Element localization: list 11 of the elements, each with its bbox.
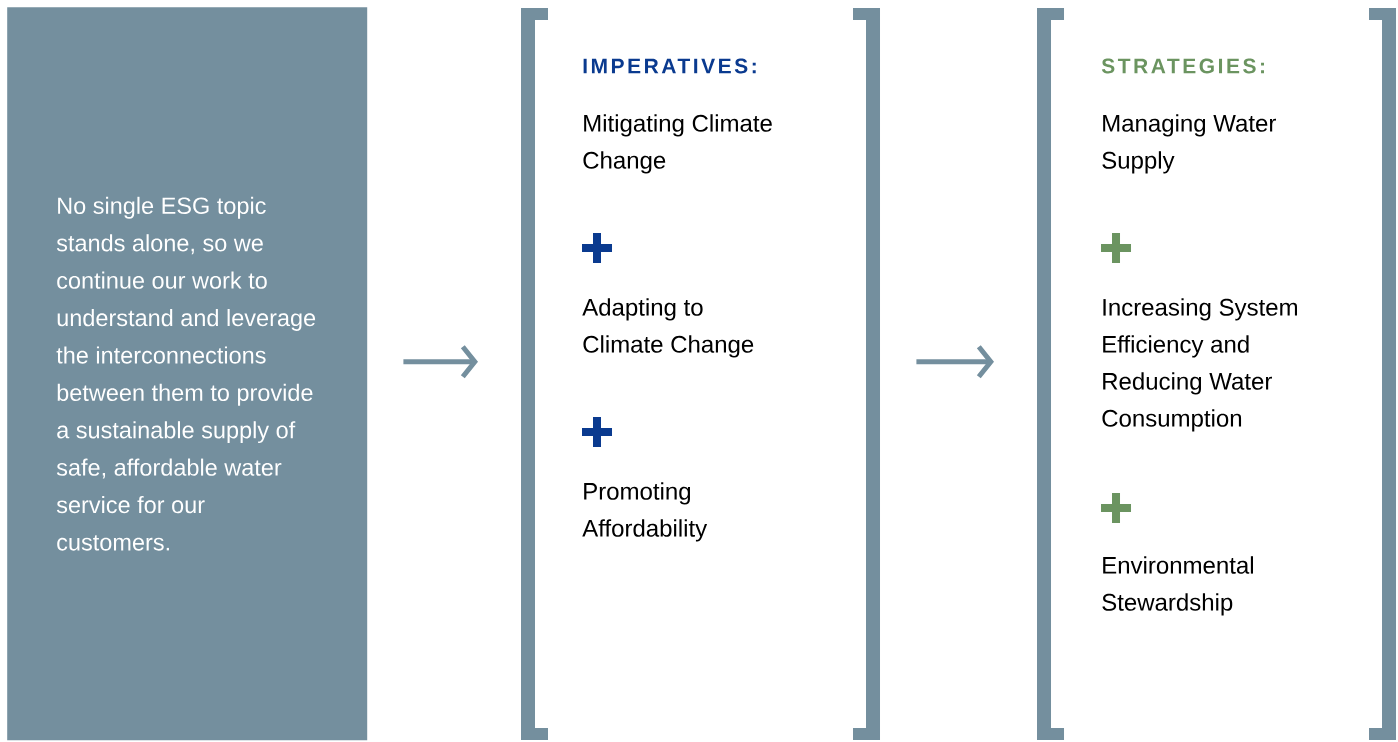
list-item: Mitigating Climate Change <box>583 114 772 174</box>
list-item: Managing Water Supply <box>1102 114 1276 174</box>
arrow <box>916 345 994 379</box>
list-item: Environmental Stewardship <box>1102 556 1253 616</box>
list-item: Increasing System Efficiency and Reducing Water Consumption <box>1102 298 1297 432</box>
list-item: Adapting to Climate Change <box>582 298 754 358</box>
panel-heading: STRATEGIES: <box>1101 58 1264 74</box>
panel-heading: IMPERATIVES: <box>583 58 756 74</box>
arrow <box>403 345 478 379</box>
text-panel: No single ESG topic stands alone, so we continue our work to understand and leverage the interconnections between them to provide a sustainable supply of safe, affordable water service for our customers. <box>7 7 368 741</box>
list-item: Promoting Affordability <box>582 482 708 542</box>
